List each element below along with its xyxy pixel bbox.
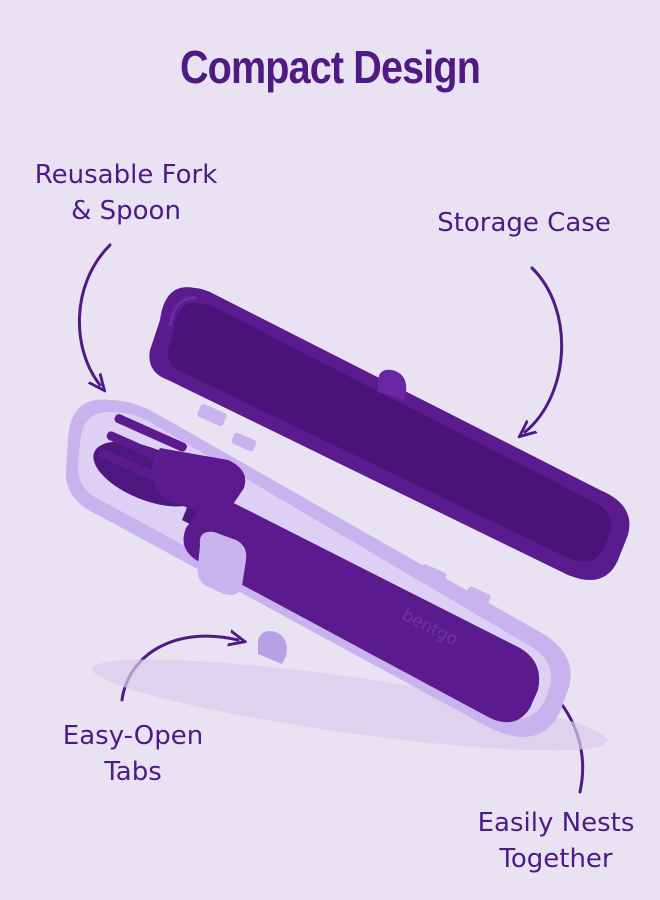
utensil-clip [197, 531, 247, 595]
storage-case-lid [149, 287, 630, 580]
callout-storage-case: Storage Case [426, 205, 622, 241]
easy-open-tab [258, 631, 287, 664]
callout-line: Tabs [104, 757, 162, 787]
callout-line: Easy-Open [62, 721, 204, 751]
arrow-fork-spoon [77, 243, 112, 385]
fork: bentgo [98, 414, 540, 723]
callout-easily-nests-together: Easily Nests Together [466, 805, 646, 877]
page-title: Compact Design [179, 41, 481, 93]
callout-reusable-fork-spoon: Reusable Fork & Spoon [28, 157, 224, 229]
callout-line: Storage Case [437, 208, 611, 238]
callout-line: Together [499, 844, 613, 874]
callout-line: & Spoon [71, 196, 181, 226]
callout-easy-open-tabs: Easy-Open Tabs [50, 718, 216, 790]
arrow-storage-case [525, 266, 564, 432]
callout-line: Easily Nests [477, 808, 635, 838]
callout-line: Reusable Fork [34, 160, 218, 190]
